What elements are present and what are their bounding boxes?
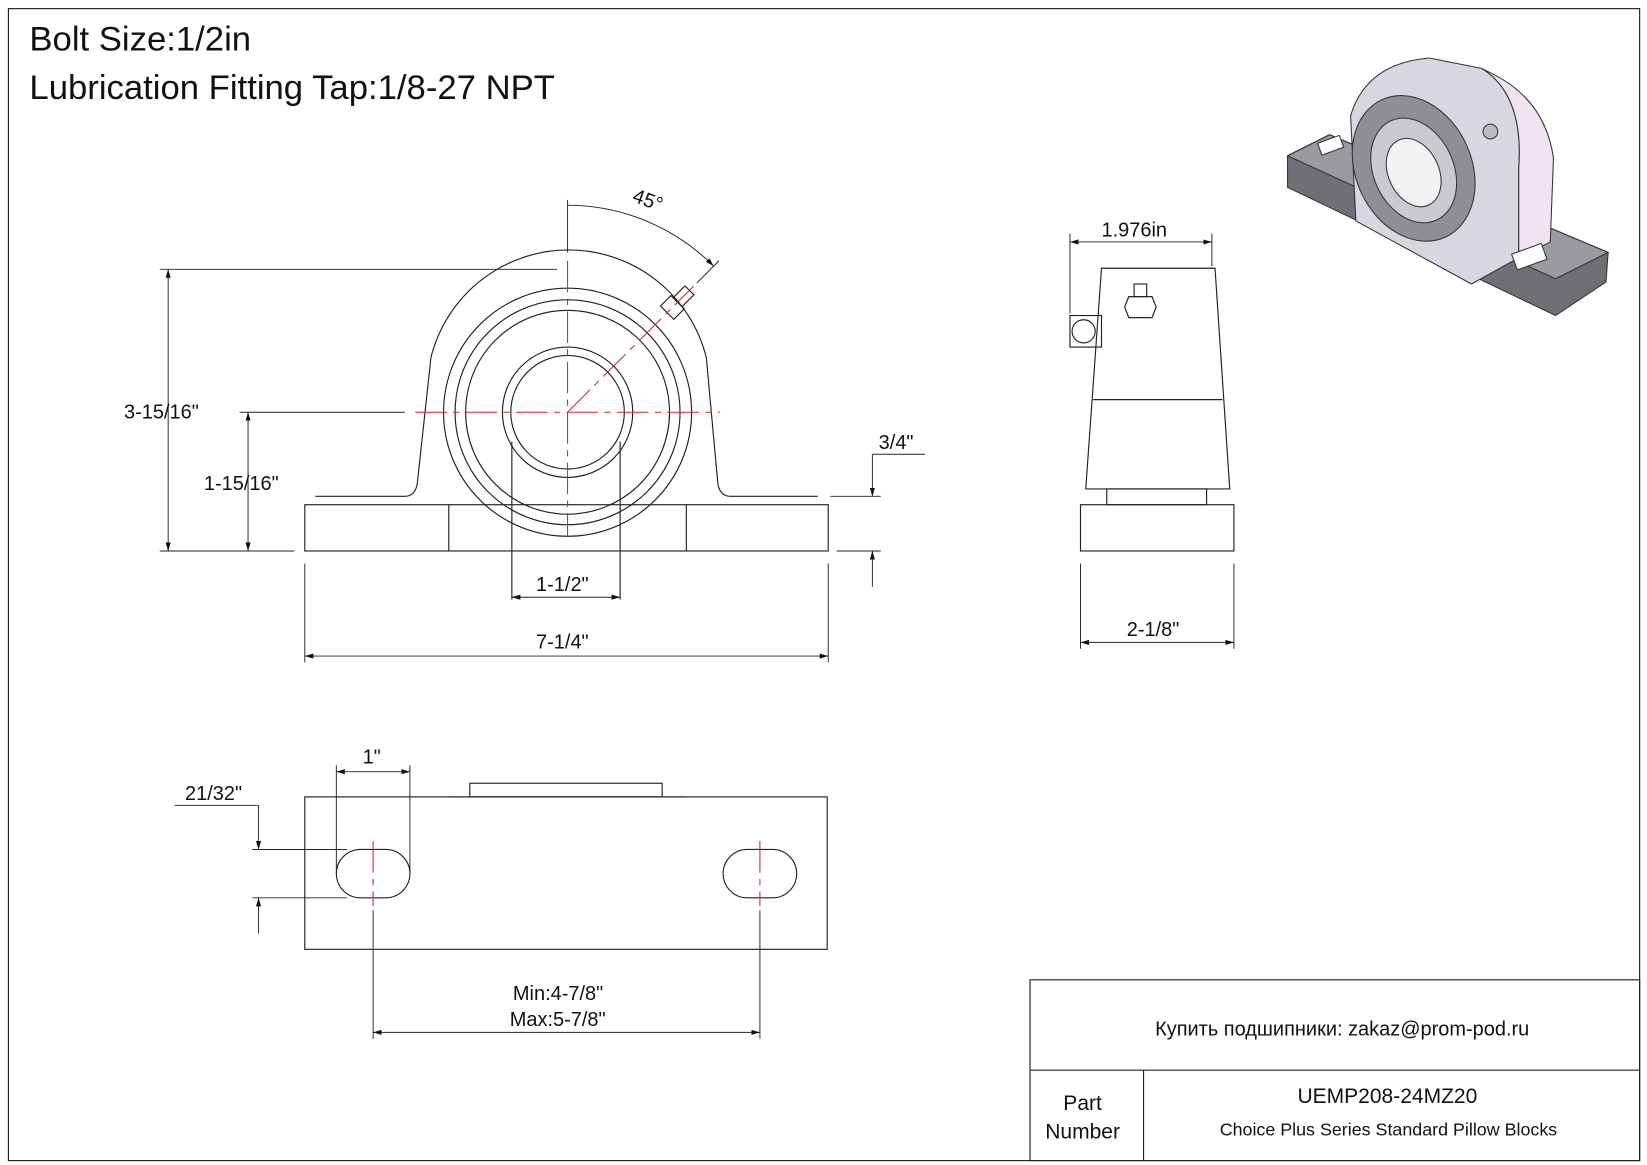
- housing-outline: [315, 249, 818, 497]
- side-view: 1.976in 2-1/8": [1069, 220, 1235, 649]
- bore-label: 1-1/2": [536, 574, 589, 596]
- base-bottom: [304, 796, 828, 950]
- base-side: [1079, 504, 1235, 552]
- sheet-border: [7, 8, 1641, 1162]
- housing-width-label: 1.976in: [1102, 220, 1168, 242]
- title-block: Купить подшипники: zakaz@prom-pod.ru Par…: [1029, 979, 1641, 1162]
- grease-fitting-icon: [1124, 283, 1157, 319]
- collar-screw-icon: [1071, 319, 1096, 344]
- base-width-label: 2-1/8": [1127, 619, 1180, 641]
- isometric-render: [1286, 57, 1610, 317]
- bolt-spacing-max-label: Max:5-7/8": [510, 1009, 606, 1031]
- overall-height-label: 3-15/16": [124, 402, 199, 424]
- base-thickness-label: 3/4": [879, 432, 914, 454]
- part-label: Part: [1063, 1092, 1102, 1115]
- number-label: Number: [1045, 1121, 1120, 1144]
- bolt-spacing-min-label: Min:4-7/8": [513, 983, 603, 1005]
- angle-label: 45°: [630, 185, 666, 216]
- part-number: UEMP208-24MZ20: [1297, 1085, 1477, 1108]
- overall-length-label: 7-1/4": [536, 632, 589, 654]
- bolt-size-text: Bolt Size:1/2in: [29, 21, 251, 59]
- base-outline: [304, 504, 829, 552]
- bottom-view: 1" 21/32" Min:4-7/8" Max:5-7/8": [174, 746, 828, 1039]
- slot-length-label: 1": [363, 746, 381, 768]
- center-height-label: 1-15/16": [204, 473, 279, 495]
- housing-side: [1085, 267, 1231, 490]
- part-description: Choice Plus Series Standard Pillow Block…: [1220, 1119, 1558, 1139]
- contact-text: Купить подшипники: zakaz@prom-pod.ru: [1155, 1019, 1529, 1041]
- slot-width-label: 21/32": [185, 783, 242, 805]
- front-view: 45° 3-15/16" 1-15/16" 3/4" 1-1/2" 7-1/4": [124, 185, 925, 663]
- lube-tap-text: Lubrication Fitting Tap:1/8-27 NPT: [29, 69, 555, 107]
